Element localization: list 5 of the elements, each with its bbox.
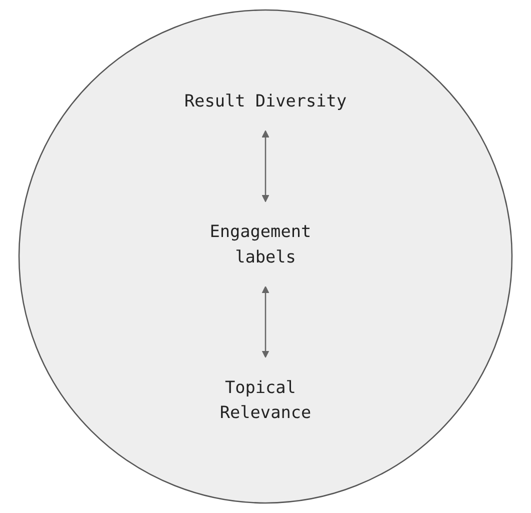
arrow [262,286,270,358]
node-text: Engagement labels [210,221,312,267]
arrow [262,130,270,202]
node-text: Result Diversity [184,90,347,111]
node-text: Topical Relevance [220,376,312,422]
